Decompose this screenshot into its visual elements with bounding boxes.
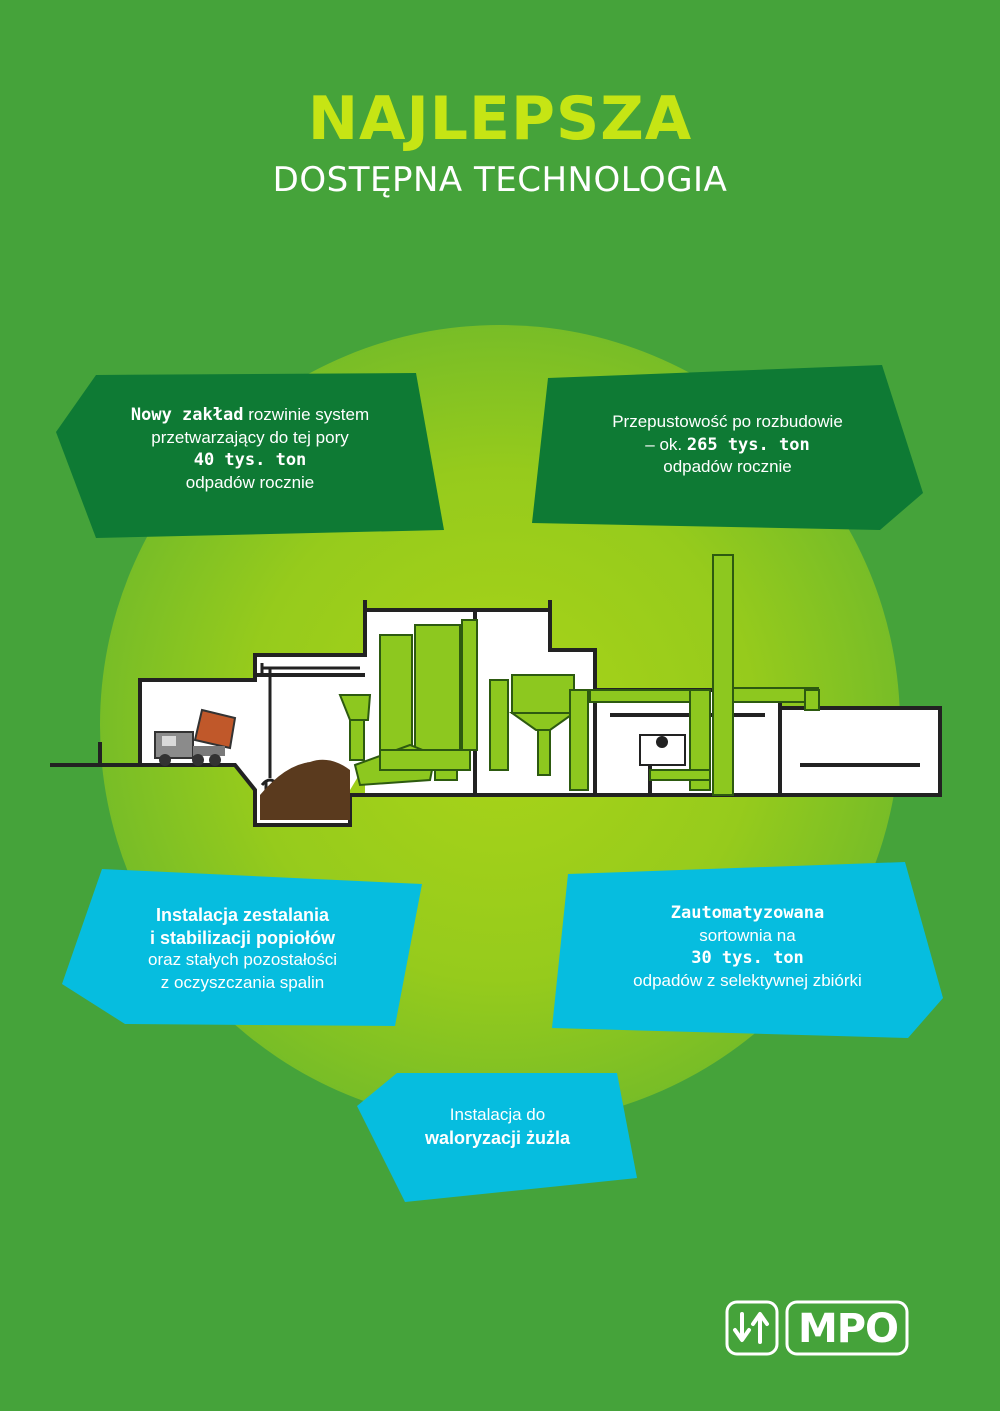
sorting-amount: 30 tys. ton — [691, 948, 804, 968]
ash-line3: oraz stałych pozostałości — [148, 950, 337, 969]
recycle-arrows-icon — [725, 1300, 779, 1356]
new-plant-bold: Nowy zakład — [130, 405, 244, 425]
capacity-amount: 265 tys. ton — [686, 434, 810, 455]
plant-illustration — [50, 554, 942, 827]
box-shape — [56, 373, 444, 538]
capacity-line2-prefix: – ok. — [645, 434, 687, 454]
capacity-line3: odpadów rocznie — [663, 457, 792, 476]
ash-line4: z oczyszczania spalin — [160, 972, 325, 992]
ash-line1: Instalacja zestalania — [155, 905, 330, 925]
sorting-bold: Zautomatyzowana — [670, 903, 825, 923]
new-plant-line4: odpadów rocznie — [185, 472, 315, 492]
info-box-slag: Instalacja do waloryzacji żużla — [355, 1070, 640, 1205]
info-box-ash-stabilization: Instalacja zestalania i stabilizacji pop… — [60, 866, 425, 1028]
box-shape — [62, 869, 422, 1026]
box-shape — [552, 862, 943, 1038]
capacity-line1: Przepustowość po rozbudowie — [612, 412, 843, 431]
box-shape — [357, 1073, 637, 1202]
page-title: NAJLEPSZA — [307, 84, 693, 154]
info-box-capacity: Przepustowość po rozbudowie – ok. 265 ty… — [530, 363, 925, 533]
boiler — [338, 619, 478, 787]
info-box-sorting-plant: Zautomatyzowana sortownia na 30 tys. ton… — [550, 860, 945, 1042]
slag-line1: Instalacja do — [449, 1105, 546, 1124]
sorting-line2: sortownia na — [699, 925, 796, 945]
truck — [154, 708, 237, 766]
new-plant-line2: przetwarzający do tej pory — [151, 427, 349, 447]
box-shape — [532, 365, 923, 530]
mpo-logo-text: MPO — [797, 1306, 899, 1352]
info-box-new-plant: Nowy zakład rozwinie system przetwarzają… — [54, 370, 446, 540]
sorting-line4: odpadów z selektywnej zbiórki — [633, 970, 862, 990]
ash-line2: i stabilizacji popiołów — [149, 927, 336, 948]
slag-bold: waloryzacji żużla — [424, 1127, 571, 1148]
chimney — [712, 554, 820, 796]
flue-gas-cleaning — [489, 674, 711, 791]
mpo-logo — [725, 1300, 909, 1356]
page-subtitle: DOSTĘPNA TECHNOLOGIA — [272, 160, 728, 200]
new-plant-line1: rozwinie system — [243, 405, 370, 424]
waste-pile — [260, 759, 350, 820]
new-plant-amount: 40 tys. ton — [193, 450, 307, 470]
